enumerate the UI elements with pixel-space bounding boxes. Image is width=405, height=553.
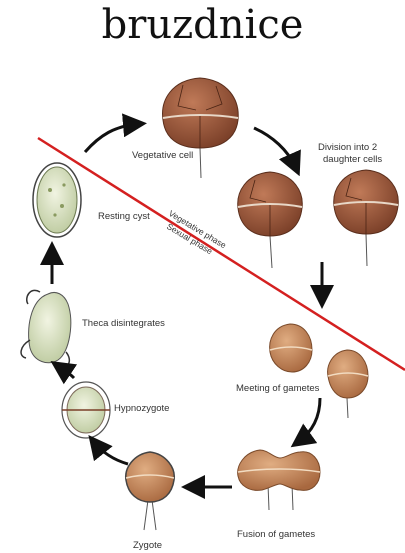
- zygote: [126, 452, 175, 530]
- gamete-right: [328, 350, 368, 418]
- vegetative-cell-label: Vegetative cell: [132, 150, 193, 161]
- theca-disintegrating-cell: [21, 290, 71, 367]
- theca-disintegrates-label: Theca disintegrates: [82, 318, 165, 329]
- fusion-of-gametes-label: Fusion of gametes: [237, 529, 315, 540]
- vegetative-cell: [163, 78, 239, 178]
- fused-gametes: [238, 450, 320, 510]
- resting-cyst: [33, 163, 81, 237]
- daughter-cell-left: [238, 172, 302, 268]
- division-label-line2: daughter cells: [323, 154, 382, 165]
- arrow-vegetative-to-division: [254, 128, 296, 168]
- daughter-cell-right: [334, 170, 398, 266]
- arrow-cyst-to-vegetative: [85, 124, 138, 152]
- division-label-line1: Division into 2: [318, 142, 377, 153]
- arrow-gametes-to-fusion: [298, 398, 320, 442]
- gamete-left: [270, 324, 312, 372]
- resting-cyst-label: Resting cyst: [98, 211, 150, 222]
- hypnozygote: [62, 382, 110, 438]
- arrow-hypnozygote-to-theca: [58, 366, 74, 378]
- arrow-zygote-to-hypnozygote: [94, 442, 128, 464]
- phase-divider-line: [38, 138, 405, 370]
- zygote-label: Zygote: [133, 540, 162, 551]
- meeting-of-gametes-label: Meeting of gametes: [236, 383, 320, 394]
- hypnozygote-label: Hypnozygote: [114, 403, 169, 414]
